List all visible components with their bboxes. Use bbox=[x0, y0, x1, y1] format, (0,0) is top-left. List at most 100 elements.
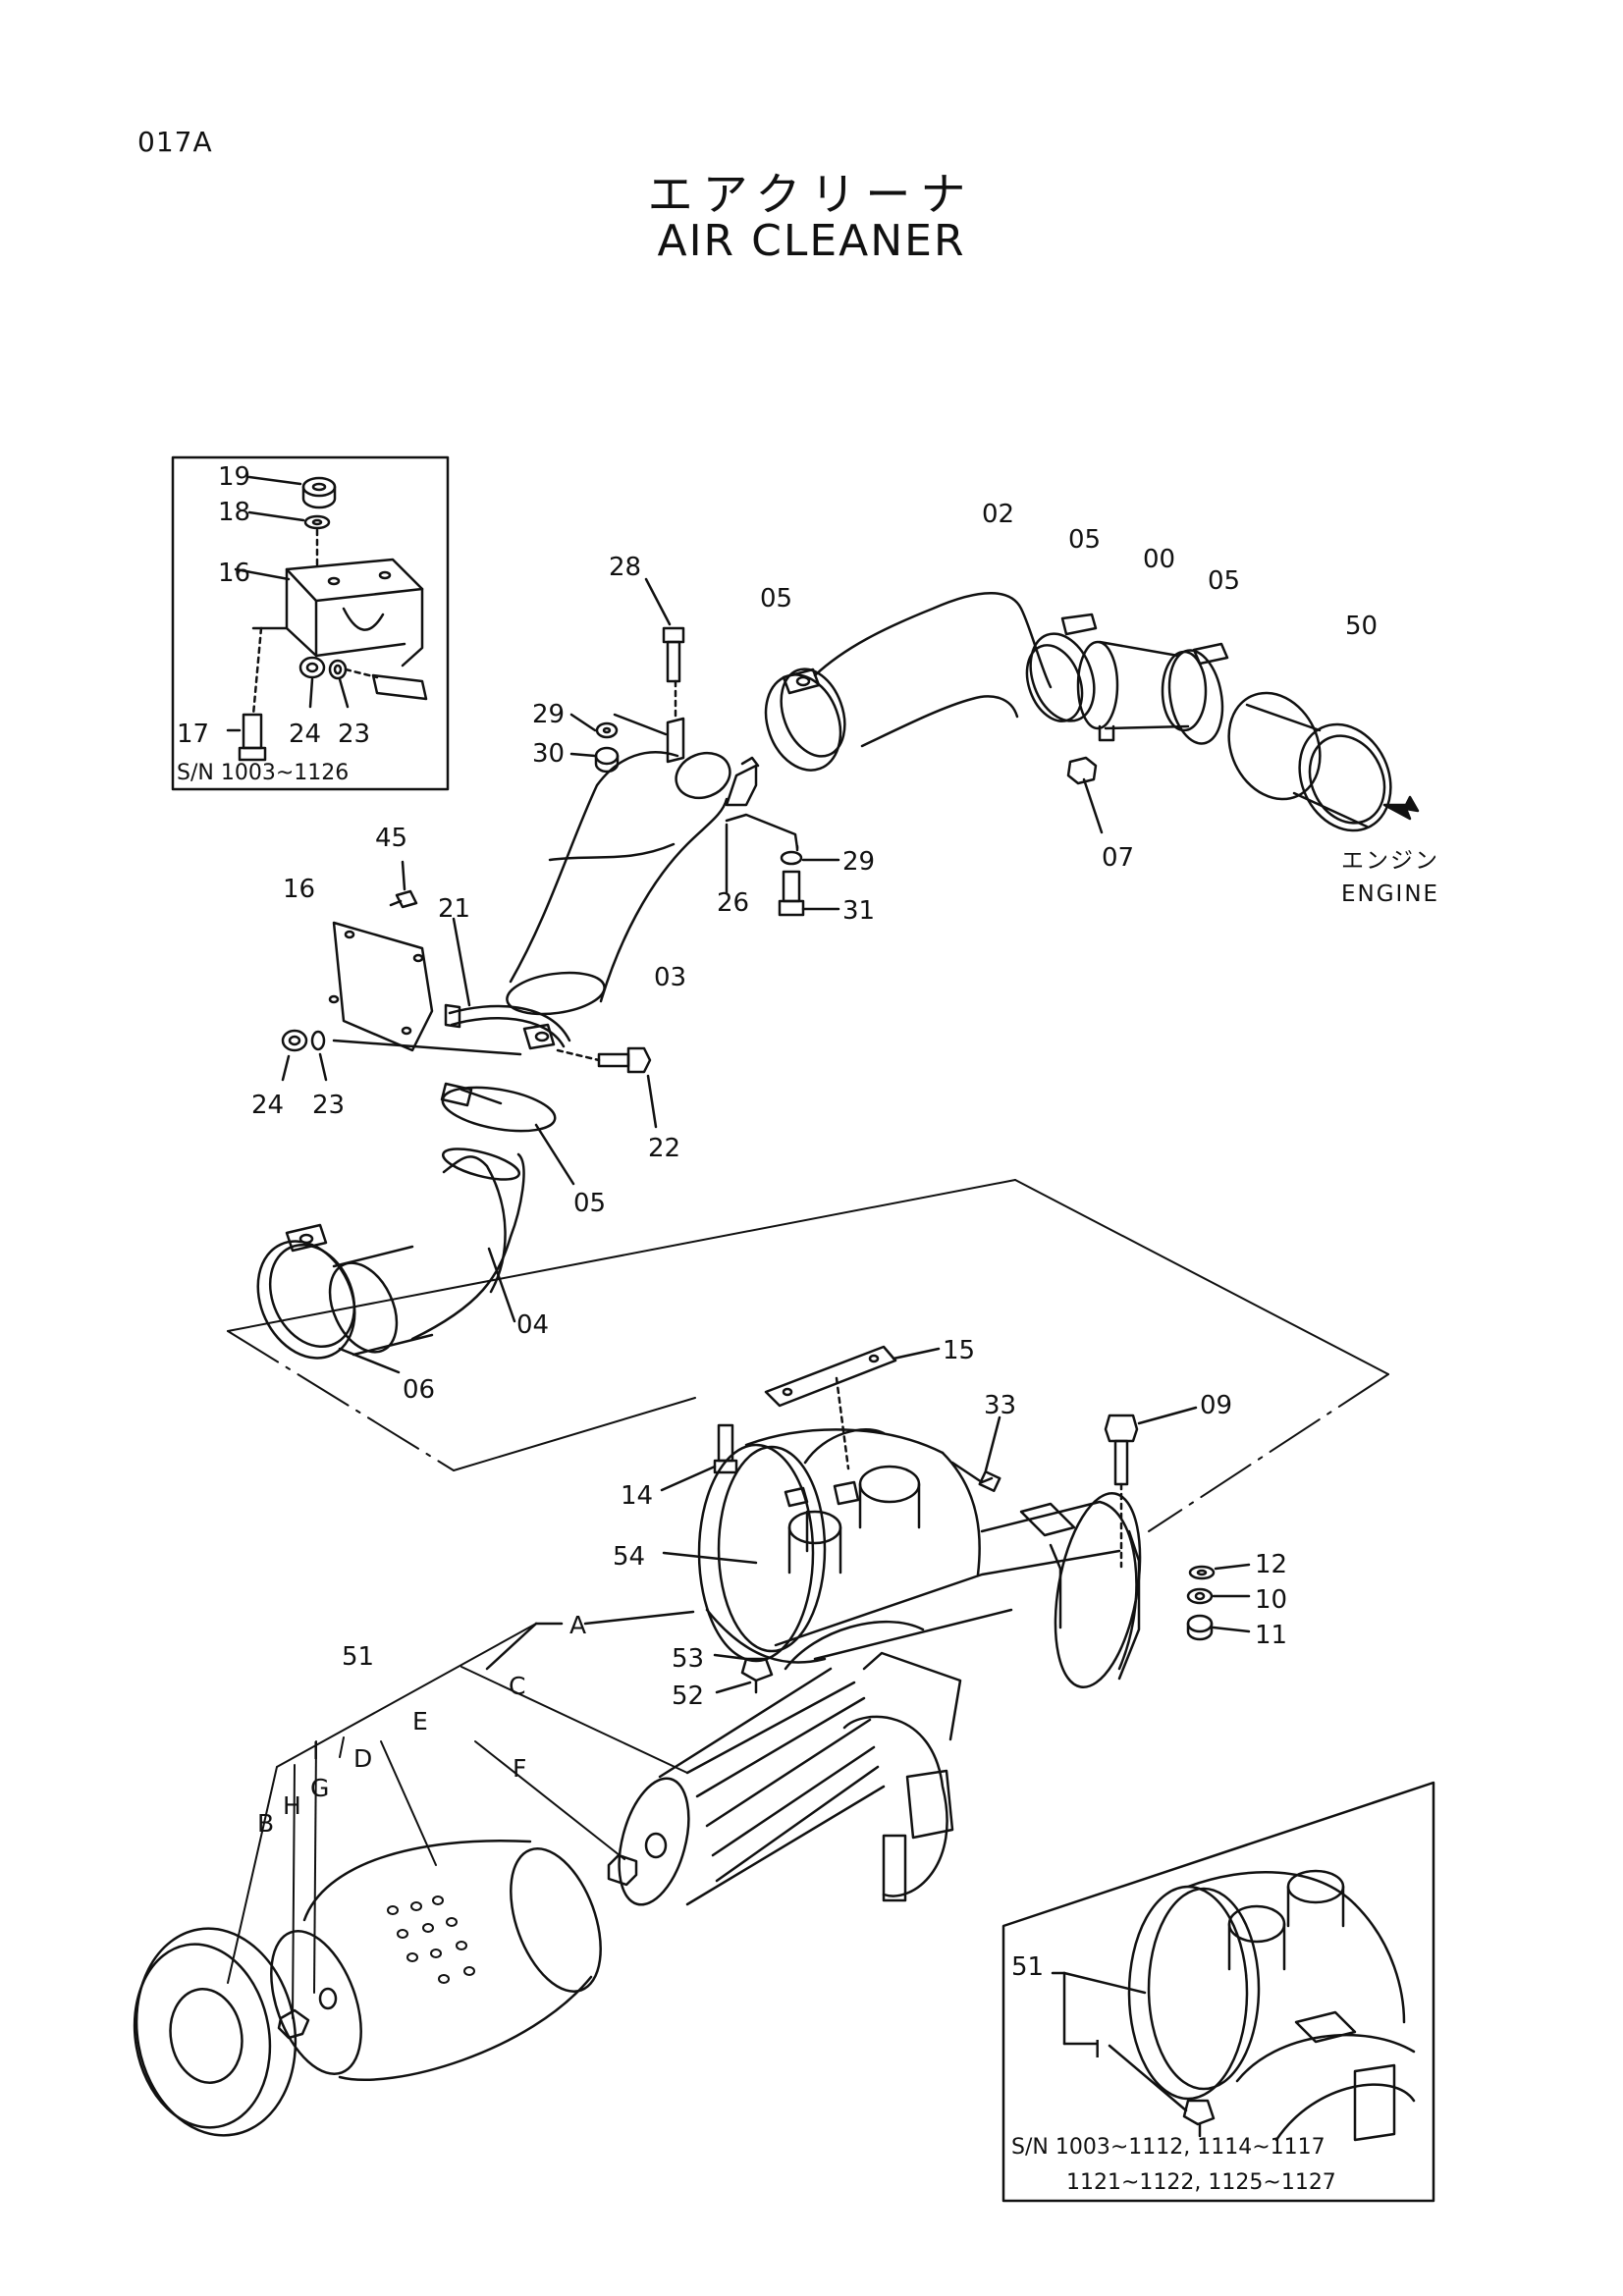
nut-icon bbox=[1186, 1614, 1214, 1641]
part-labels: 28 02 05 05 00 05 50 07 29 30 29 31 26 0… bbox=[251, 500, 1439, 1838]
label-06: 06 bbox=[403, 1375, 435, 1405]
air-cleaner-body bbox=[133, 1428, 1142, 2137]
plate-15 bbox=[764, 1345, 897, 1470]
label-15: 15 bbox=[943, 1336, 975, 1365]
duct-elbow-04 bbox=[328, 1148, 525, 1357]
inset-bottom-serial-line1: S/N 1003~1112, 1114~1117 bbox=[1011, 2135, 1325, 2160]
washer-icon bbox=[328, 659, 348, 680]
label-05-lower: 05 bbox=[573, 1189, 606, 1218]
bolt-icon bbox=[556, 1046, 652, 1074]
label-23-inset: 23 bbox=[338, 720, 370, 749]
assembly-outline bbox=[227, 1179, 1389, 1532]
inset-top-serial-note: S/N 1003~1126 bbox=[177, 761, 349, 785]
label-letter-a: A bbox=[569, 1611, 586, 1639]
label-letter-b: B bbox=[257, 1809, 274, 1838]
bolt-icon bbox=[713, 1423, 738, 1474]
label-21: 21 bbox=[438, 894, 470, 924]
label-engine-en: ENGINE bbox=[1341, 881, 1439, 907]
washer-icon bbox=[303, 514, 331, 530]
label-24: 24 bbox=[251, 1091, 284, 1120]
label-02: 02 bbox=[982, 500, 1014, 529]
label-04: 04 bbox=[516, 1310, 549, 1340]
hose-clamp-05-right bbox=[1167, 642, 1229, 745]
bolt-icon bbox=[778, 870, 805, 917]
title-english: AIR CLEANER bbox=[657, 216, 966, 266]
label-letter-f: F bbox=[513, 1754, 526, 1783]
label-19: 19 bbox=[218, 462, 250, 492]
washer-icon bbox=[780, 850, 803, 866]
label-10: 10 bbox=[1255, 1585, 1287, 1615]
label-letter-c: C bbox=[509, 1672, 525, 1700]
nut-icon bbox=[594, 746, 620, 774]
label-23: 23 bbox=[312, 1091, 345, 1120]
duct-elbow-03 bbox=[506, 751, 731, 1016]
label-30: 30 bbox=[532, 739, 565, 769]
label-letter-h: H bbox=[283, 1791, 301, 1820]
label-51: 51 bbox=[342, 1642, 374, 1672]
label-18: 18 bbox=[218, 498, 250, 527]
duct-elbow-02 bbox=[780, 592, 1084, 758]
label-22: 22 bbox=[648, 1134, 680, 1163]
label-letter-g: G bbox=[310, 1774, 329, 1802]
washer-icon bbox=[1186, 1587, 1214, 1605]
label-45: 45 bbox=[375, 824, 407, 853]
bolt-icon bbox=[662, 626, 685, 722]
label-51-inset: 51 bbox=[1011, 1952, 1044, 1982]
label-53: 53 bbox=[672, 1644, 704, 1674]
label-05-mid: 05 bbox=[1068, 525, 1101, 555]
label-16-inset: 16 bbox=[218, 559, 250, 588]
label-05-left: 05 bbox=[760, 584, 792, 614]
inset-bottom-right: 51 I S/N 1003~1112, 1114~1117 1121~1122,… bbox=[1001, 1781, 1435, 2203]
nut-icon bbox=[281, 1029, 308, 1052]
label-31: 31 bbox=[842, 896, 875, 926]
band-clamp-21 bbox=[444, 1003, 571, 1050]
engine-arrow-icon bbox=[1382, 795, 1420, 821]
hose-clamp-05-mid bbox=[1029, 613, 1098, 722]
washer-icon bbox=[1188, 1565, 1216, 1580]
label-17: 17 bbox=[177, 720, 209, 749]
label-24-inset: 24 bbox=[289, 720, 321, 749]
title-japanese: エアクリーナ bbox=[647, 168, 976, 221]
label-54: 54 bbox=[613, 1542, 645, 1572]
label-11: 11 bbox=[1255, 1621, 1287, 1650]
page-code: 017A bbox=[137, 126, 213, 158]
plug-icon bbox=[1066, 756, 1104, 834]
label-29-upper: 29 bbox=[532, 700, 565, 729]
hose-50 bbox=[1227, 691, 1392, 832]
label-05-right: 05 bbox=[1208, 566, 1240, 596]
bracket-clamp-28 bbox=[666, 717, 685, 764]
label-00: 00 bbox=[1143, 545, 1175, 574]
label-letter-i: I bbox=[312, 1736, 319, 1765]
washer-icon bbox=[310, 1030, 326, 1051]
label-14: 14 bbox=[621, 1481, 653, 1511]
label-52: 52 bbox=[672, 1682, 704, 1711]
label-29-lower: 29 bbox=[842, 847, 875, 877]
nut-icon bbox=[298, 656, 326, 679]
bolt-icon bbox=[238, 626, 289, 762]
label-16: 16 bbox=[283, 875, 315, 904]
label-12: 12 bbox=[1255, 1550, 1287, 1579]
bolt-icon bbox=[389, 889, 418, 909]
label-33: 33 bbox=[984, 1391, 1016, 1420]
inset-top-left: 19 18 16 17 24 23 S/N 1003~1126 bbox=[171, 455, 450, 791]
washer-icon bbox=[595, 721, 619, 739]
bracket-icon bbox=[285, 558, 428, 701]
bracket-16 bbox=[328, 921, 434, 1052]
label-engine-jp: エンジン bbox=[1341, 848, 1439, 874]
label-09: 09 bbox=[1200, 1391, 1232, 1420]
hose-clamp-05-lower bbox=[440, 1082, 557, 1133]
label-07: 07 bbox=[1102, 843, 1134, 873]
label-26: 26 bbox=[717, 888, 749, 918]
label-50: 50 bbox=[1345, 612, 1378, 641]
label-letter-i-inset: I bbox=[1094, 2035, 1101, 2063]
inset-bottom-serial-line2: 1121~1122, 1125~1127 bbox=[1066, 2170, 1336, 2195]
pipe-00 bbox=[1076, 640, 1208, 742]
hose-clamp-06 bbox=[256, 1223, 356, 1360]
nut-icon bbox=[301, 476, 337, 509]
label-letter-e: E bbox=[412, 1707, 428, 1735]
bolt-icon bbox=[1104, 1414, 1139, 1569]
sensor-icon bbox=[950, 1415, 1001, 1492]
label-28: 28 bbox=[609, 553, 641, 582]
